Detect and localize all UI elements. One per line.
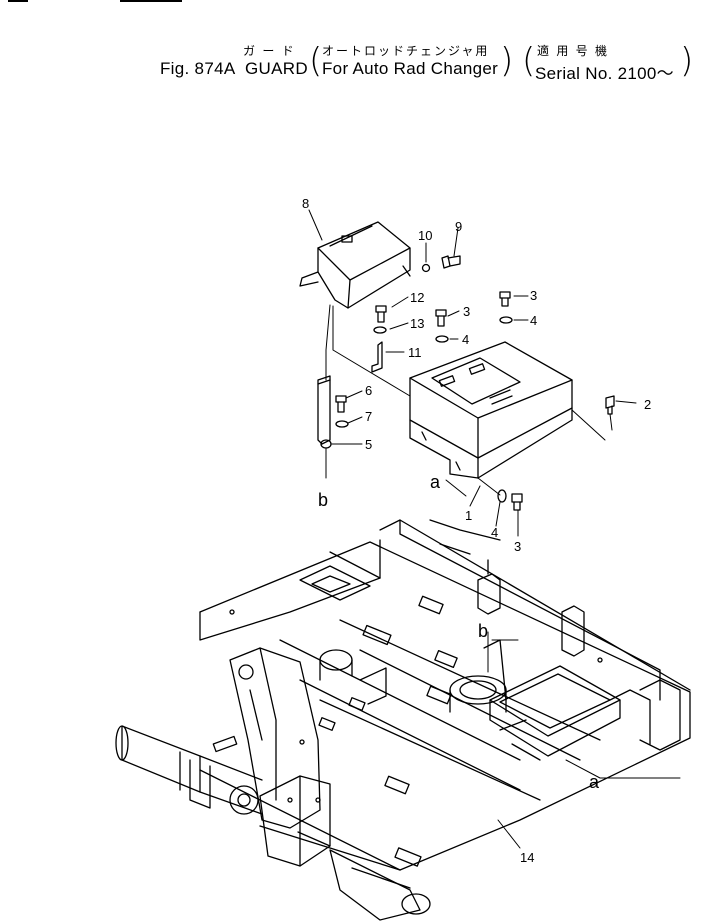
washer-part-7 xyxy=(335,420,349,428)
callout-4: 4 xyxy=(530,313,537,328)
callout-12: 12 xyxy=(410,290,424,305)
callout-11: 11 xyxy=(408,345,422,360)
callout-6: 6 xyxy=(365,383,372,398)
bolt-part-6 xyxy=(335,395,347,413)
washer-part-4-right xyxy=(499,316,513,324)
close-paren-sub: ) xyxy=(500,41,514,81)
bolt-part-3-lower xyxy=(511,493,523,511)
title-english: GUARD xyxy=(245,59,308,78)
guard-cover-part-8 xyxy=(299,221,411,309)
callout-9: 9 xyxy=(455,219,462,234)
leader-line xyxy=(477,477,501,496)
bolt-part-9 xyxy=(441,255,461,269)
figure-label: Fig. 874A xyxy=(160,59,236,78)
reference-b-lower: b xyxy=(478,621,488,641)
reference-a-upper: a xyxy=(430,472,441,492)
washer-part-13 xyxy=(373,326,387,334)
callout-13: 13 xyxy=(410,316,424,331)
top-edge-mark-left xyxy=(8,0,28,2)
washer-part-4-lower xyxy=(497,489,507,503)
nut-part-10 xyxy=(421,263,431,273)
reference-letters: a a b b xyxy=(318,472,600,792)
leader-line xyxy=(609,413,613,431)
serial-label-japanese: 適 用 号 機 xyxy=(537,44,610,58)
callout-4: 4 xyxy=(462,332,469,347)
frame-part-14 xyxy=(115,519,691,921)
bolt-part-3-upper xyxy=(435,309,447,327)
close-paren-serial: ) xyxy=(680,41,694,81)
bolt-part-3-right xyxy=(499,291,511,307)
callout-7: 7 xyxy=(365,409,372,424)
rod-part-5 xyxy=(317,375,332,449)
callout-10: 10 xyxy=(418,228,432,243)
bolt-part-2 xyxy=(605,395,615,415)
reference-b-upper: b xyxy=(318,490,328,510)
callout-2: 2 xyxy=(644,397,651,412)
bolt-part-12 xyxy=(375,305,387,323)
top-edge-mark-right xyxy=(120,0,182,2)
leader-line xyxy=(571,409,606,441)
callout-5: 5 xyxy=(365,437,372,452)
leader-line xyxy=(565,759,681,779)
bracket-part-11 xyxy=(371,341,383,373)
callout-leaders xyxy=(308,209,637,537)
callout-3: 3 xyxy=(463,304,470,319)
open-paren-sub: ( xyxy=(309,41,323,81)
leader-line xyxy=(332,305,411,397)
callout-numbers: 1 2 3 3 3 4 4 4 5 6 7 8 9 10 11 12 13 14 xyxy=(302,196,651,865)
open-paren-serial: ( xyxy=(522,41,536,81)
leader-line xyxy=(325,304,331,381)
subtitle-english: For Auto Rad Changer xyxy=(322,59,499,78)
washer-part-4-upper xyxy=(435,335,449,343)
callout-1: 1 xyxy=(465,508,472,523)
leader-line xyxy=(497,819,521,849)
callout-3: 3 xyxy=(514,539,521,554)
guard-box-part-1 xyxy=(409,341,573,479)
callout-4: 4 xyxy=(491,525,498,540)
callout-3: 3 xyxy=(530,288,537,303)
title-japanese: ガ ー ド xyxy=(243,44,296,58)
reference-a-lower: a xyxy=(589,772,600,792)
serial-number: Serial No. 2100～ xyxy=(535,64,674,83)
leader-line xyxy=(445,479,467,497)
callout-14: 14 xyxy=(520,850,534,865)
subtitle-japanese: オートロッドチェンジャ用 xyxy=(322,44,490,58)
callout-8: 8 xyxy=(302,196,309,211)
